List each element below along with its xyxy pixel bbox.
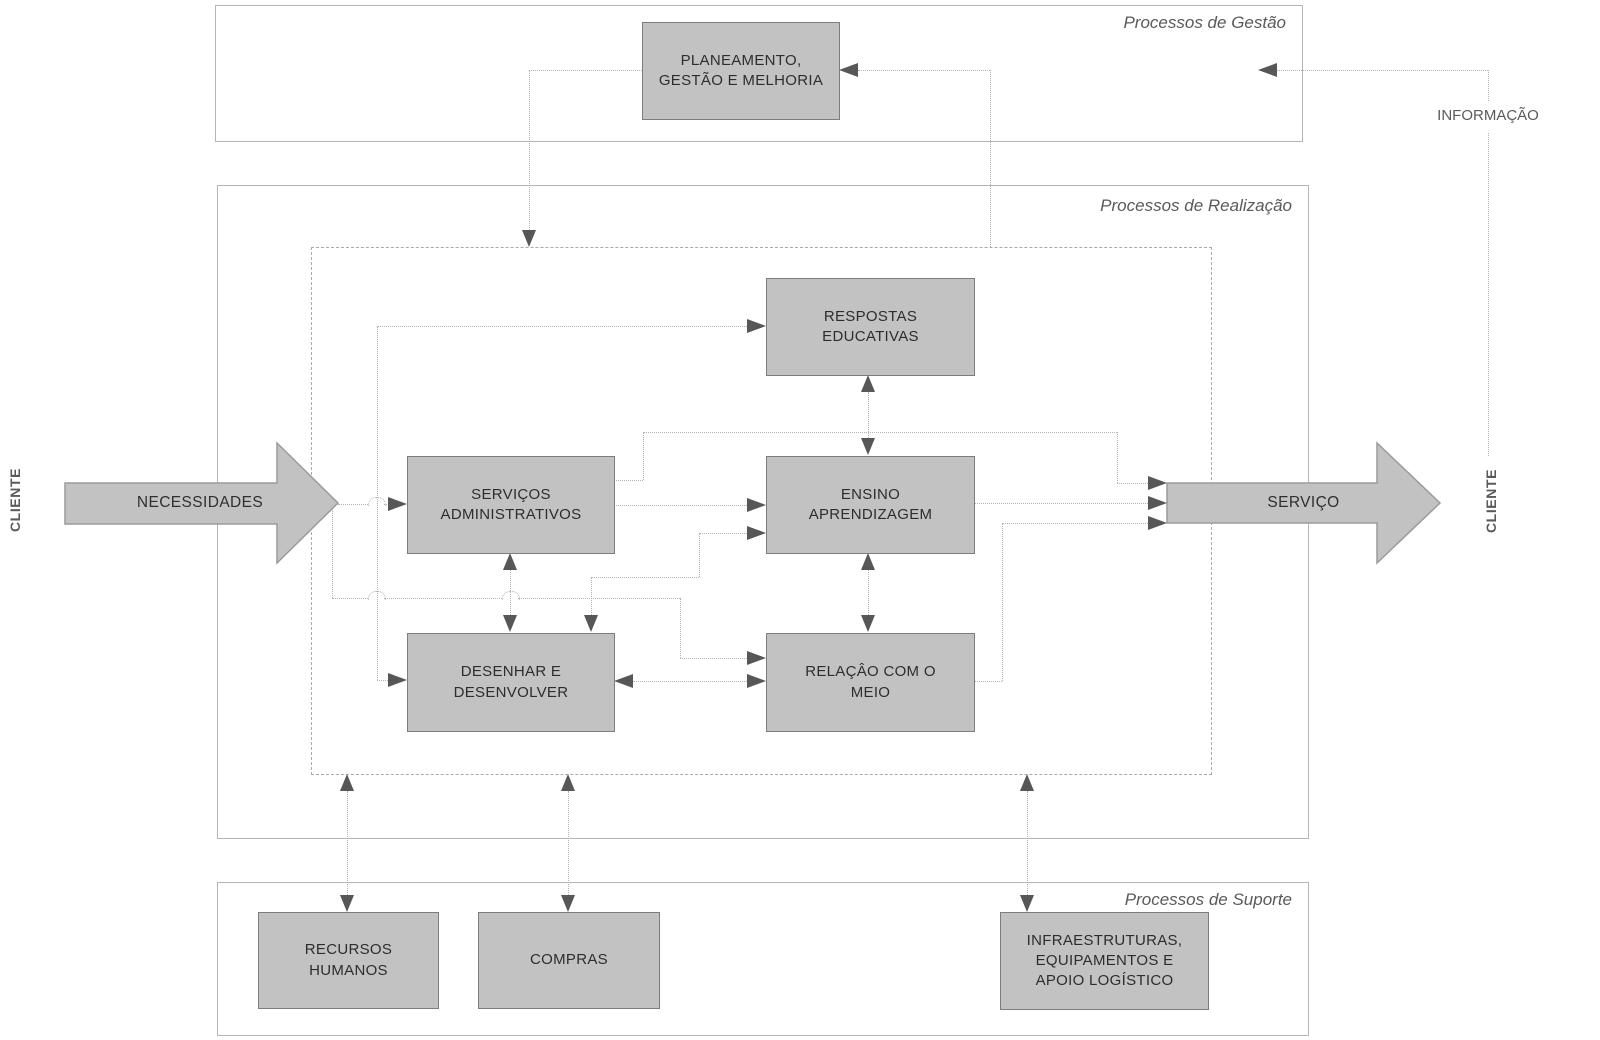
container-gestao-label: Processos de Gestão (1123, 13, 1286, 32)
line-segment (868, 392, 869, 438)
box-recursos-humanos: RECURSOS HUMANOS (258, 912, 439, 1009)
line-segment (1277, 70, 1488, 71)
line-segment (510, 570, 511, 615)
arrowhead-left-icon (839, 63, 858, 77)
line-hop (502, 591, 520, 600)
line-segment (332, 505, 333, 598)
container-processos-suporte: Processos de Suporte (217, 882, 1309, 1036)
line-segment (633, 681, 747, 682)
arrowhead-down-icon (561, 895, 575, 912)
line-segment (347, 791, 348, 895)
arrowhead-up-icon (340, 774, 354, 791)
container-realizacao-label: Processos de Realização (1100, 196, 1292, 215)
arrowhead-left-icon (1258, 63, 1277, 77)
arrowhead-left-icon (614, 674, 633, 688)
line-segment (1488, 133, 1489, 456)
arrowhead-right-icon (388, 673, 407, 687)
arrowhead-right-icon (747, 674, 766, 688)
line-segment (990, 70, 991, 247)
arrowhead-right-icon (747, 498, 766, 512)
line-segment (1002, 523, 1003, 681)
line-segment (518, 598, 680, 599)
box-servicos-administrativos: SERVIÇOS ADMINISTRATIVOS (407, 456, 615, 554)
line-segment (377, 680, 388, 681)
line-segment (591, 577, 592, 615)
arrowhead-down-icon (522, 230, 536, 247)
line-segment (529, 70, 530, 230)
arrowhead-right-icon (747, 526, 766, 540)
line-segment (699, 533, 747, 534)
box-ensino-aprendizagem: ENSINO APRENDIZAGEM (766, 456, 975, 554)
informacao-label: INFORMAÇÃO (1408, 107, 1568, 124)
line-segment (377, 326, 747, 327)
line-segment (868, 570, 869, 615)
line-segment (1027, 791, 1028, 895)
line-segment (858, 70, 990, 71)
arrowhead-down-icon (861, 438, 875, 455)
line-segment (1002, 523, 1148, 524)
arrowhead-right-icon (747, 651, 766, 665)
line-segment (643, 432, 1117, 433)
line-segment (384, 504, 389, 505)
arrowhead-up-icon (503, 553, 517, 570)
box-planeamento-gestao-melhoria: PLANEAMENTO, GESTÃO E MELHORIA (642, 22, 840, 120)
line-segment (384, 598, 502, 599)
servico-label: SERVIÇO (1267, 494, 1340, 511)
line-segment (613, 505, 747, 506)
line-segment (1117, 432, 1118, 483)
arrowhead-up-icon (861, 553, 875, 570)
line-segment (680, 658, 747, 659)
arrowhead-right-icon (1148, 476, 1167, 490)
arrowhead-right-icon (1148, 496, 1167, 510)
container-suporte-label: Processos de Suporte (1124, 890, 1292, 909)
line-segment (568, 791, 569, 895)
arrowhead-down-icon (503, 615, 517, 632)
line-segment (613, 480, 643, 481)
box-compras: COMPRAS (478, 912, 660, 1009)
box-desenhar-desenvolver: DESENHAR E DESENVOLVER (407, 633, 615, 732)
arrowhead-down-icon (1020, 895, 1034, 912)
line-segment (1488, 70, 1489, 101)
necessidades-label: NECESSIDADES (136, 494, 264, 511)
cliente-left-label: CLIENTE (7, 467, 23, 533)
line-segment (591, 577, 699, 578)
arrowhead-down-icon (584, 615, 598, 632)
arrowhead-right-icon (388, 497, 407, 511)
cliente-right-label: CLIENTE (1483, 468, 1499, 534)
line-segment (643, 432, 644, 480)
line-segment (529, 70, 642, 71)
arrowhead-down-icon (861, 615, 875, 632)
arrowhead-right-icon (1148, 516, 1167, 530)
container-processos-gestao: Processos de Gestão (215, 5, 1303, 142)
line-segment (699, 533, 700, 577)
box-infraestruturas: INFRAESTRUTURAS, EQUIPAMENTOS E APOIO LO… (1000, 912, 1209, 1010)
line-segment (680, 598, 681, 658)
line-segment (338, 504, 368, 505)
arrowhead-up-icon (1020, 774, 1034, 791)
line-segment (377, 326, 378, 680)
arrowhead-right-icon (747, 319, 766, 333)
line-segment (1117, 483, 1148, 484)
line-segment (973, 681, 1002, 682)
line-segment (973, 503, 1148, 504)
arrowhead-down-icon (340, 895, 354, 912)
arrowhead-up-icon (561, 774, 575, 791)
line-segment (332, 598, 368, 599)
box-respostas-educativas: RESPOSTAS EDUCATIVAS (766, 278, 975, 376)
arrowhead-up-icon (861, 375, 875, 392)
box-relacao-com-o-meio: RELAÇÂO COM O MEIO (766, 633, 975, 732)
